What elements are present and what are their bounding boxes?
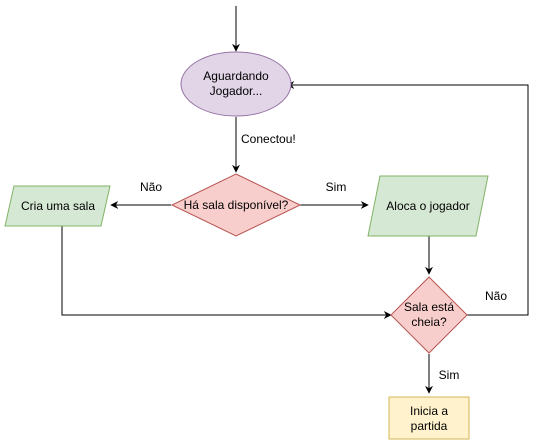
- node-allocate: Aloca o jogador: [367, 175, 489, 237]
- edge-label-yes-room: Sim: [326, 180, 347, 194]
- edge-full-to-start: [286, 81, 529, 316]
- node-decision-full-line1: Sala está: [404, 300, 454, 314]
- node-decision-room-label: Há sala disponível?: [184, 198, 289, 212]
- node-start-match-line2: partida: [411, 419, 448, 433]
- node-start-match-line1: Inicia a: [410, 404, 448, 418]
- edge-label-not-full: Não: [485, 289, 507, 303]
- node-decision-full: Sala está cheia?: [390, 276, 468, 354]
- edge-label-full: Sim: [439, 368, 460, 382]
- node-allocate-label: Aloca o jogador: [386, 199, 469, 213]
- node-start-line1: Aguardando: [203, 69, 269, 83]
- node-start-line2: Jogador...: [210, 84, 263, 98]
- edge-label-no-room: Não: [140, 180, 162, 194]
- node-create-room: Cria uma sala: [4, 185, 111, 227]
- node-decision-full-line2: cheia?: [411, 315, 447, 329]
- edge-create-to-full: [61, 226, 392, 319]
- node-start-match: Inicia a partida: [388, 396, 470, 440]
- node-start: Aguardando Jogador...: [180, 51, 292, 117]
- node-decision-room: Há sala disponível?: [170, 173, 302, 237]
- edge-label-connected: Conectou!: [241, 132, 296, 146]
- node-create-room-label: Cria uma sala: [21, 199, 95, 213]
